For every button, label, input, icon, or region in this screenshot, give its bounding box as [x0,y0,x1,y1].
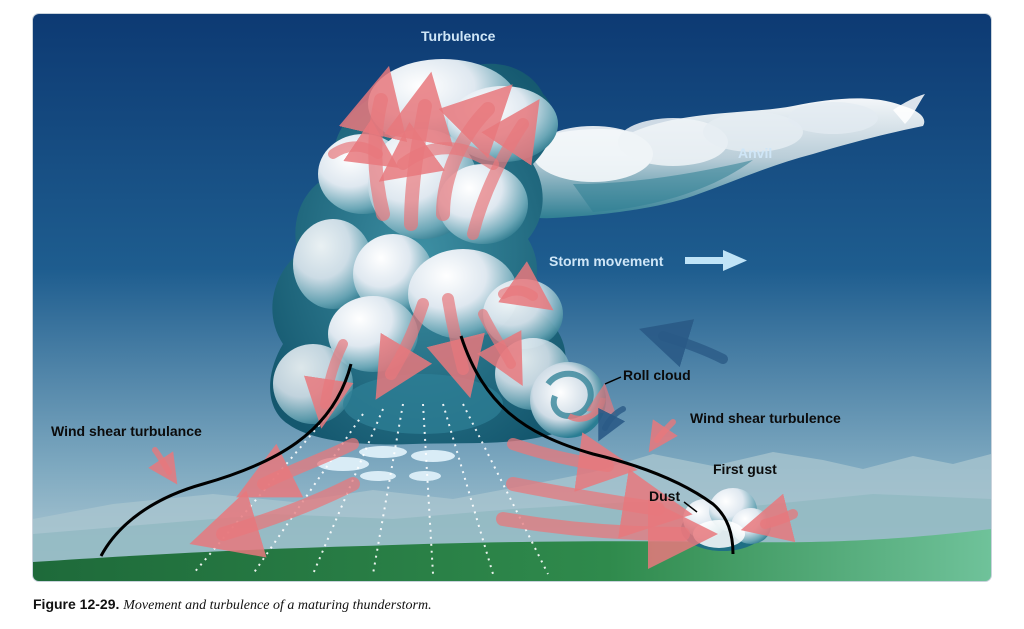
thunderstorm-illustration: Turbulence Anvil Storm movement Roll clo… [33,14,991,581]
label-turbulence: Turbulence [421,28,496,44]
label-first-gust: First gust [713,461,777,477]
figure-number: Figure 12-29. [33,596,120,612]
roll-cloud-leader [604,376,622,385]
ground [33,529,991,581]
downdraft-outflow-arrows [189,432,798,569]
updraft-arrows [303,65,554,429]
roll-cloud [530,362,617,438]
precipitation-lines [192,403,549,575]
label-wind-shear-right: Wind shear turbulence [690,410,841,426]
wind-shear-arrows [148,419,678,485]
dust-leader [683,501,698,513]
label-roll-cloud: Roll cloud [623,367,691,383]
left-gust-front-line [99,363,353,557]
figure-caption-text: Movement and turbulence of a maturing th… [123,598,432,613]
label-storm-movement: Storm movement [549,253,664,269]
label-anvil: Anvil [738,145,772,161]
right-gust-front-line [459,335,735,555]
inflow-arrows [598,319,728,442]
thunderstorm-diagram: Turbulence Anvil Storm movement Roll clo… [33,14,991,581]
label-dust: Dust [649,488,680,504]
storm-movement-arrow [685,250,747,271]
figure-caption: Figure 12-29. Movement and turbulence of… [33,596,432,614]
label-wind-shear-left: Wind shear turbulance [51,423,202,439]
anvil-cloud [486,94,925,219]
